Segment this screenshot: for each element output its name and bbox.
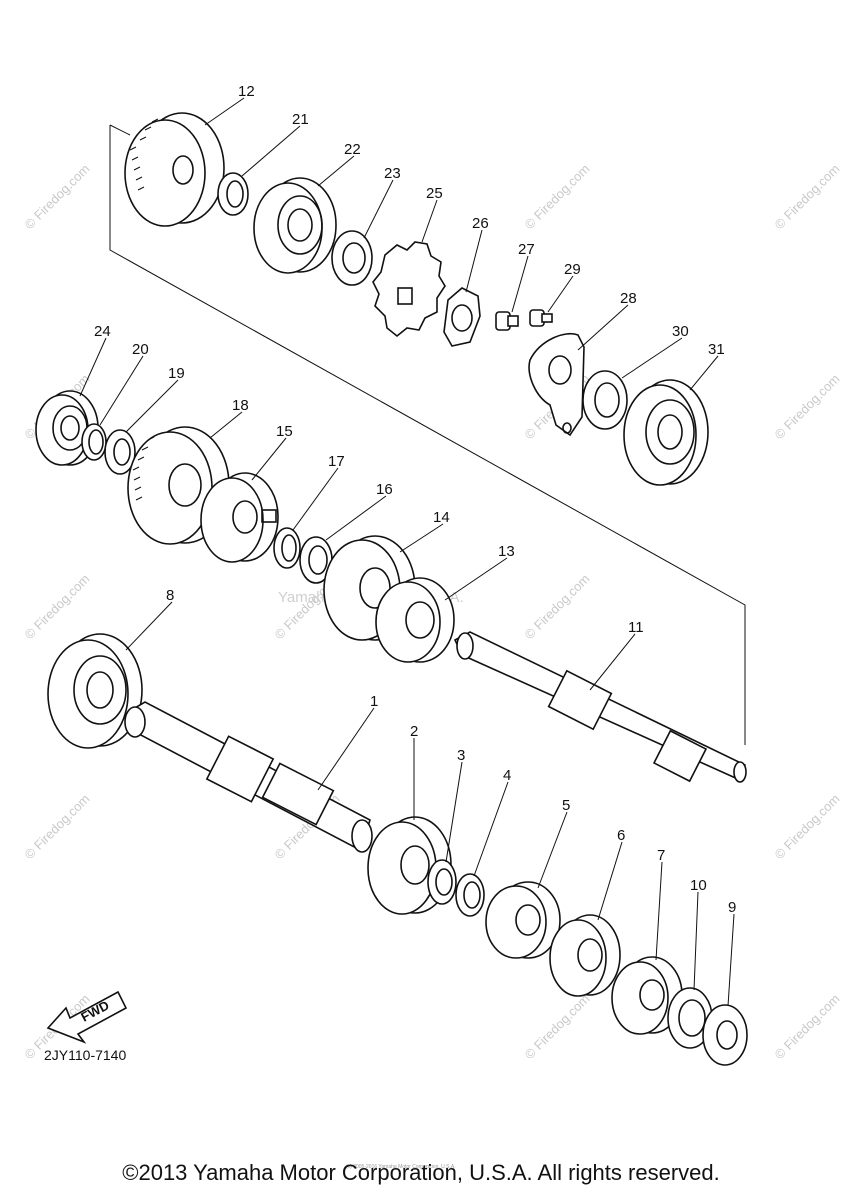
diagram-code: 2JY110-7140 xyxy=(44,1047,126,1063)
seal-23 xyxy=(331,230,373,286)
callout-26: 26 xyxy=(472,215,489,232)
small-print: (c) 2005-2016 Yamaha Motor Corporation, … xyxy=(346,1164,456,1170)
callout-8: 8 xyxy=(166,587,174,604)
callout-4: 4 xyxy=(503,767,511,784)
callout-13: 13 xyxy=(498,543,515,560)
callout-22: 22 xyxy=(344,141,361,158)
callout-16: 16 xyxy=(376,481,393,498)
sprocket-25 xyxy=(372,241,446,338)
callout-30: 30 xyxy=(672,323,689,340)
drive-axle-11 xyxy=(453,631,747,783)
callout-14: 14 xyxy=(433,509,450,526)
callout-31: 31 xyxy=(708,341,725,358)
washer-21 xyxy=(217,172,249,216)
leader-lines xyxy=(79,97,735,1007)
callout-2: 2 xyxy=(410,723,418,740)
circlip-17 xyxy=(273,527,301,569)
callout-20: 20 xyxy=(132,341,149,358)
main-axle-1 xyxy=(124,701,373,853)
callout-17: 17 xyxy=(328,453,345,470)
callout-7: 7 xyxy=(657,847,665,864)
clip-20 xyxy=(81,423,107,461)
callouts: 12 21 22 23 25 26 27 29 28 30 31 24 20 1… xyxy=(94,83,736,916)
callout-10: 10 xyxy=(690,877,707,894)
watermark: © Firedog.com xyxy=(22,161,93,232)
washer-9 xyxy=(702,1004,748,1066)
gear-7 xyxy=(611,956,683,1035)
watermark: © Firedog.com xyxy=(772,991,842,1062)
callout-12: 12 xyxy=(238,83,255,100)
callout-29: 29 xyxy=(564,261,581,278)
bolt-27 xyxy=(495,311,519,331)
bearing-24 xyxy=(35,390,99,466)
bearing-31 xyxy=(623,379,709,486)
callout-28: 28 xyxy=(620,290,637,307)
callout-15: 15 xyxy=(276,423,293,440)
watermark: © Firedog.com xyxy=(772,161,842,232)
gear-15 xyxy=(200,472,279,563)
watermark: © Firedog.com xyxy=(772,791,842,862)
callout-19: 19 xyxy=(168,365,185,382)
watermark: © Firedog.com xyxy=(522,161,593,232)
callout-25: 25 xyxy=(426,185,443,202)
callout-24: 24 xyxy=(94,323,111,340)
gear-6 xyxy=(549,914,621,997)
callout-1: 1 xyxy=(370,693,378,710)
watermark: © Firedog.com xyxy=(772,371,842,442)
gear-5 xyxy=(485,881,561,959)
assembly-bracket xyxy=(109,124,746,745)
bearing-10 xyxy=(667,987,713,1049)
bearing-22 xyxy=(253,177,337,274)
watermark: © Firedog.com xyxy=(522,991,593,1062)
gear-12 xyxy=(124,112,225,227)
gear-13 xyxy=(375,577,455,663)
washer-3 xyxy=(427,859,457,905)
watermark: © Firedog.com xyxy=(522,571,593,642)
callout-21: 21 xyxy=(292,111,309,128)
bearing-8 xyxy=(47,633,143,749)
seal-30 xyxy=(582,370,628,430)
callout-23: 23 xyxy=(384,165,401,182)
callout-18: 18 xyxy=(232,397,249,414)
washer-16 xyxy=(299,536,333,584)
copyright-notice: ©2013 Yamaha Motor Corporation, U.S.A. A… xyxy=(122,1160,720,1185)
callout-6: 6 xyxy=(617,827,625,844)
lock-washer-26 xyxy=(443,287,481,347)
watermark: © Firedog.com xyxy=(22,791,93,862)
callout-9: 9 xyxy=(728,899,736,916)
callout-5: 5 xyxy=(562,797,570,814)
callout-3: 3 xyxy=(457,747,465,764)
washer-19 xyxy=(104,429,136,475)
callout-11: 11 xyxy=(628,619,644,636)
circlip-4 xyxy=(455,873,485,917)
watermark: © Firedog.com xyxy=(22,571,93,642)
callout-27: 27 xyxy=(518,241,535,258)
plate-28 xyxy=(528,333,585,437)
bolt-29 xyxy=(529,309,553,327)
